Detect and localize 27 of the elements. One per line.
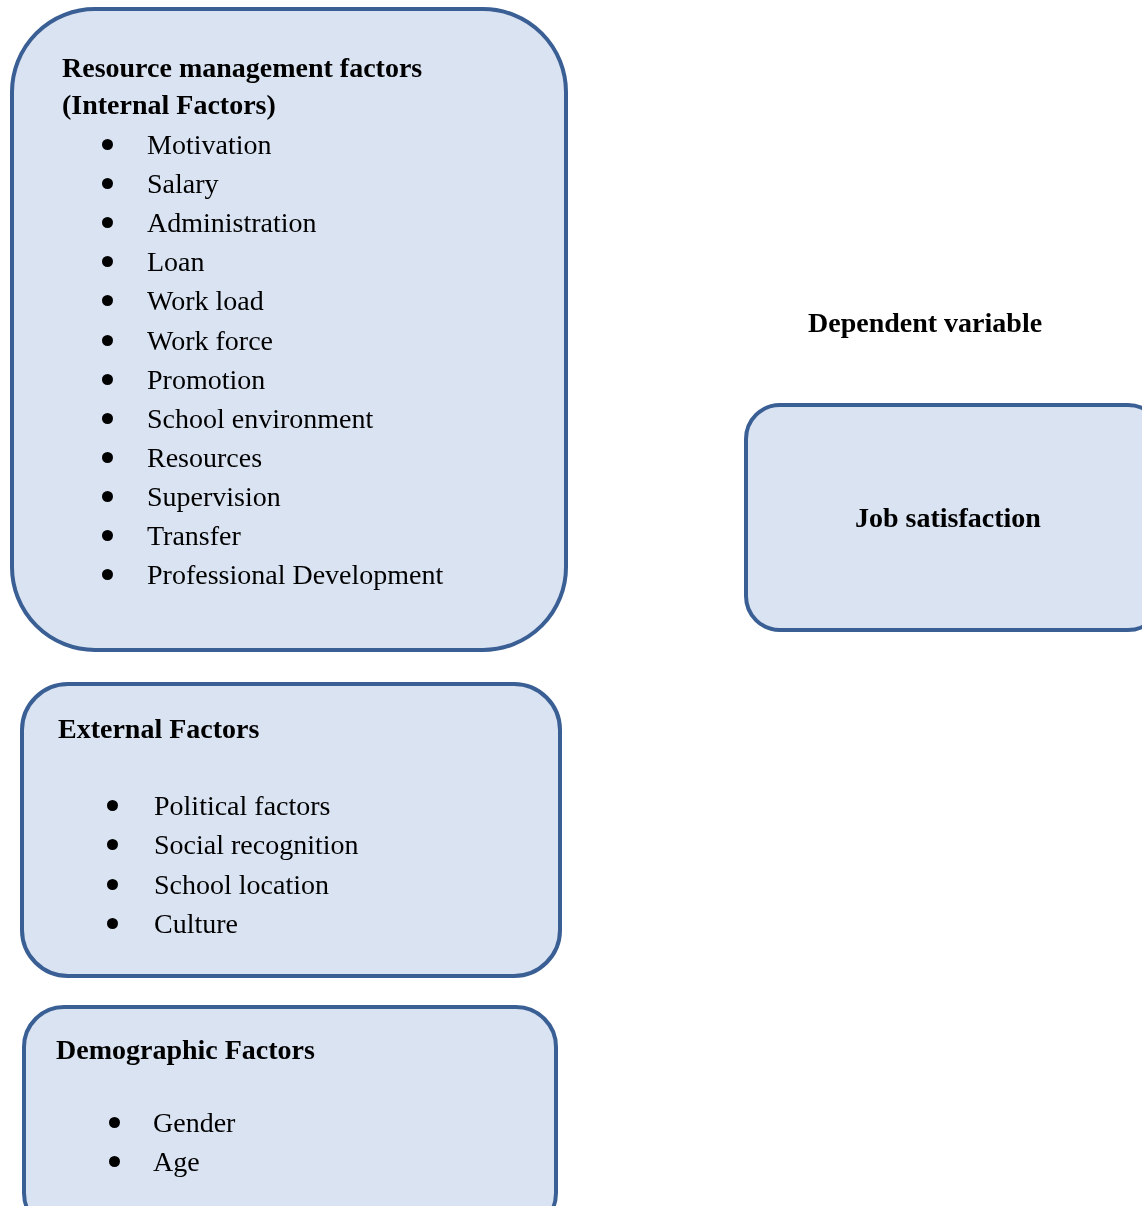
box-heading: Resource management factors (Internal Factors) — [62, 51, 424, 122]
list-item: Gender — [153, 1106, 236, 1140]
factor-box — [20, 682, 562, 978]
list-item: Salary — [147, 167, 219, 202]
factor-box — [22, 1005, 558, 1206]
list-item: Work load — [147, 284, 264, 319]
list-item: Motivation — [147, 128, 272, 162]
list-item: Work force — [147, 323, 273, 358]
list-item: Supervision — [147, 479, 281, 514]
list-item: Political factors — [154, 789, 331, 823]
list-item: Promotion — [147, 362, 266, 397]
box-caption: Dependent variable — [808, 307, 1043, 339]
box-heading: Demographic Factors — [56, 1033, 316, 1067]
list-item: Professional Development — [147, 558, 444, 593]
list-item: Administration — [147, 206, 317, 241]
list-item: Transfer — [147, 519, 241, 553]
list-item: Age — [153, 1145, 200, 1179]
list-item: Resources — [147, 440, 263, 475]
list-item: Loan — [147, 245, 205, 280]
list-item: School location — [154, 867, 329, 902]
list-item: Culture — [154, 906, 238, 941]
box-title: Job satisfaction — [854, 501, 1042, 535]
list-item: School environment — [147, 401, 374, 436]
list-item: Social recognition — [154, 828, 359, 863]
box-heading: External Factors — [58, 712, 261, 746]
outcome-box — [744, 403, 1142, 632]
factor-box — [10, 7, 568, 652]
